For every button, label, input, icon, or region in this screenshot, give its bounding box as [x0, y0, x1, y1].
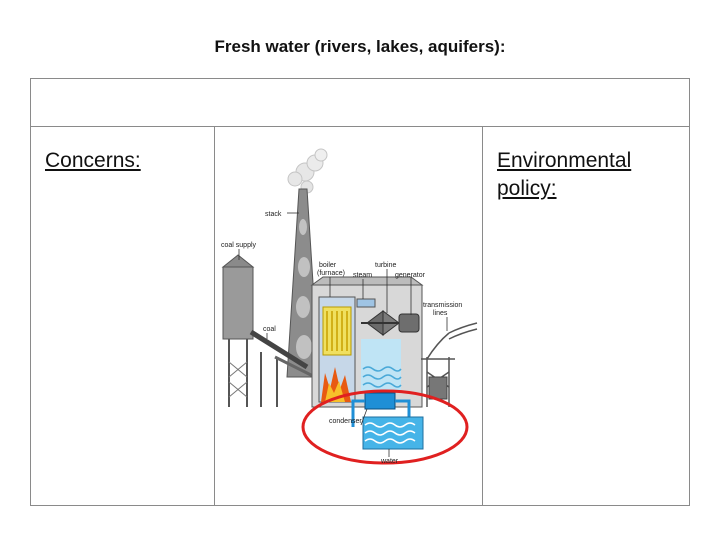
page-title: Fresh water (rivers, lakes, aquifers): — [214, 37, 506, 56]
label-coal-supply: coal supply — [221, 242, 257, 249]
smokestack — [286, 188, 320, 378]
coal-conveyor — [249, 329, 309, 370]
generator — [398, 313, 420, 333]
power-plant-diagram: stack coal supply coal boiler (furnace) … — [221, 148, 478, 465]
coal-supply-silo — [222, 266, 254, 340]
label-condenser: condenser — [329, 418, 362, 425]
label-generator: generator — [395, 272, 426, 279]
policy-cell[interactable]: Environmental policy: — [483, 127, 689, 505]
label-water: water — [380, 458, 399, 465]
water-pool — [362, 416, 424, 450]
turbine — [361, 310, 411, 336]
highlight-circle — [301, 389, 469, 465]
condenser — [364, 392, 396, 410]
worksheet-table: Concerns: — [30, 78, 690, 506]
label-lines: lines — [433, 310, 448, 317]
diagram-cell: stack coal supply coal boiler (furnace) … — [215, 127, 483, 505]
policy-heading: Environmental policy: — [497, 149, 632, 200]
label-boiler: boiler — [319, 262, 337, 269]
concerns-heading: Concerns: — [45, 149, 141, 172]
table-header-row[interactable] — [31, 79, 689, 127]
label-steam: steam — [353, 272, 372, 279]
label-transmission: transmission — [423, 302, 462, 309]
label-coal: coal — [263, 326, 276, 333]
label-stack: stack — [265, 211, 282, 218]
concerns-cell[interactable]: Concerns: — [31, 127, 215, 505]
label-furnace: (furnace) — [317, 270, 345, 277]
smoke-plume — [287, 148, 328, 194]
label-turbine: turbine — [375, 262, 397, 269]
